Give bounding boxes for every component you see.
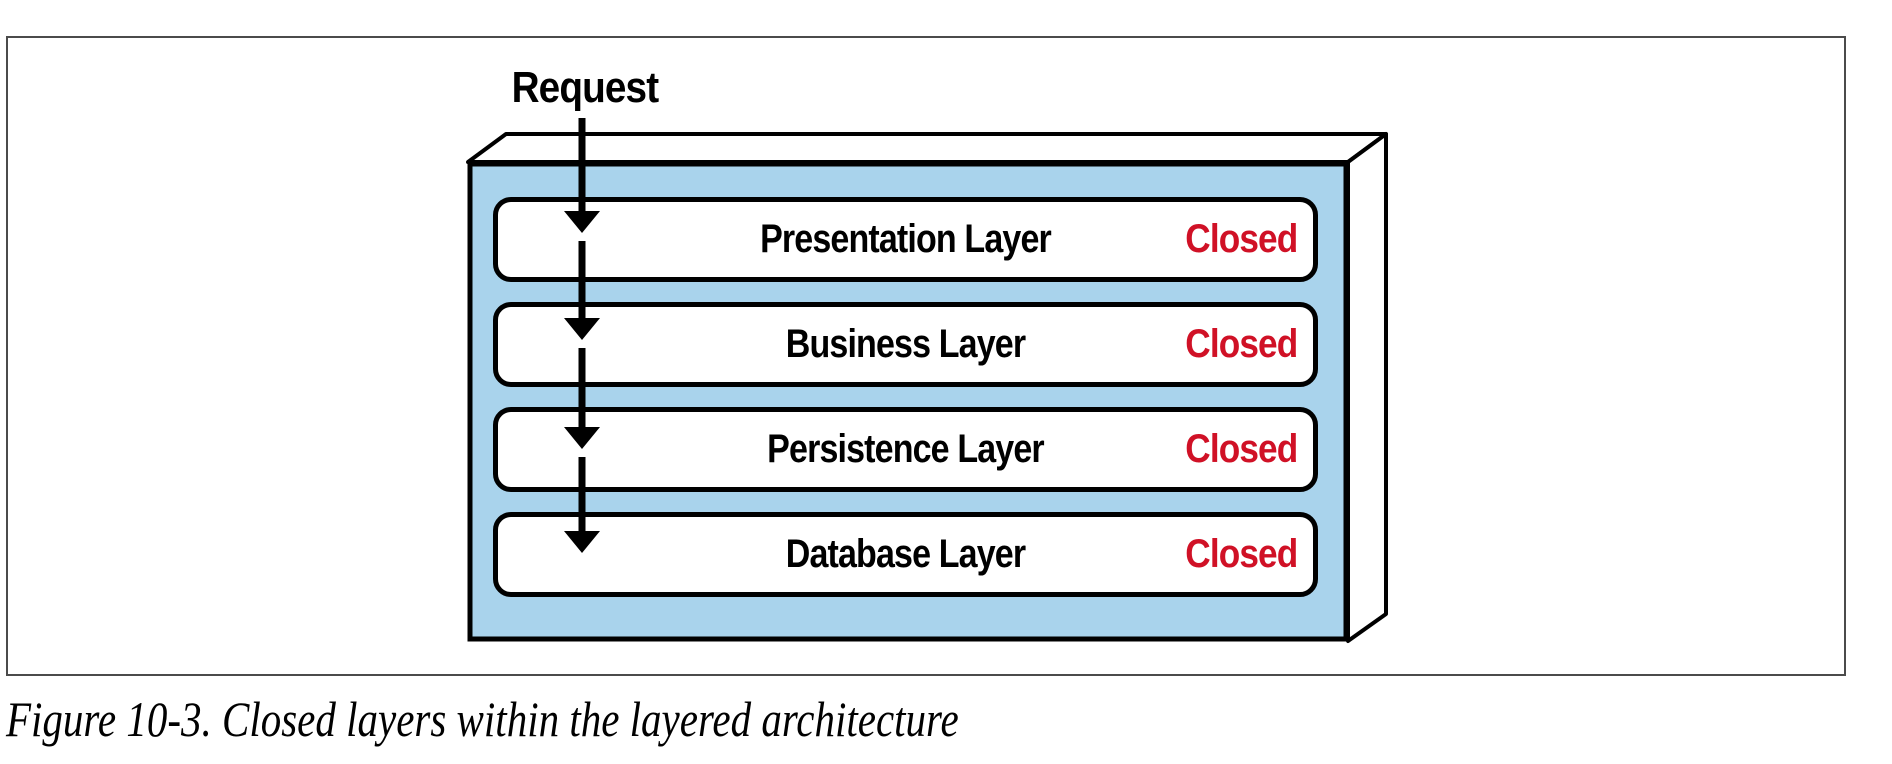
layer-row-presentation: Presentation Layer Closed	[493, 197, 1318, 282]
layer-row-database: Database Layer Closed	[493, 512, 1318, 597]
layer-row-business: Business Layer Closed	[493, 302, 1318, 387]
layer-name-label: Persistence Layer	[767, 426, 1044, 471]
layer-name-label: Business Layer	[785, 321, 1026, 366]
closed-status-badge: Closed	[1184, 216, 1298, 261]
figure-caption: Figure 10-3. Closed layers within the la…	[6, 691, 959, 747]
layer-name-label: Presentation Layer	[760, 216, 1052, 261]
request-label: Request	[511, 63, 659, 112]
closed-status-badge: Closed	[1184, 531, 1298, 576]
layer-name-label: Database Layer	[785, 531, 1026, 576]
closed-status-badge: Closed	[1184, 426, 1298, 471]
layer-row-persistence: Persistence Layer Closed	[493, 407, 1318, 492]
closed-status-badge: Closed	[1184, 321, 1298, 366]
